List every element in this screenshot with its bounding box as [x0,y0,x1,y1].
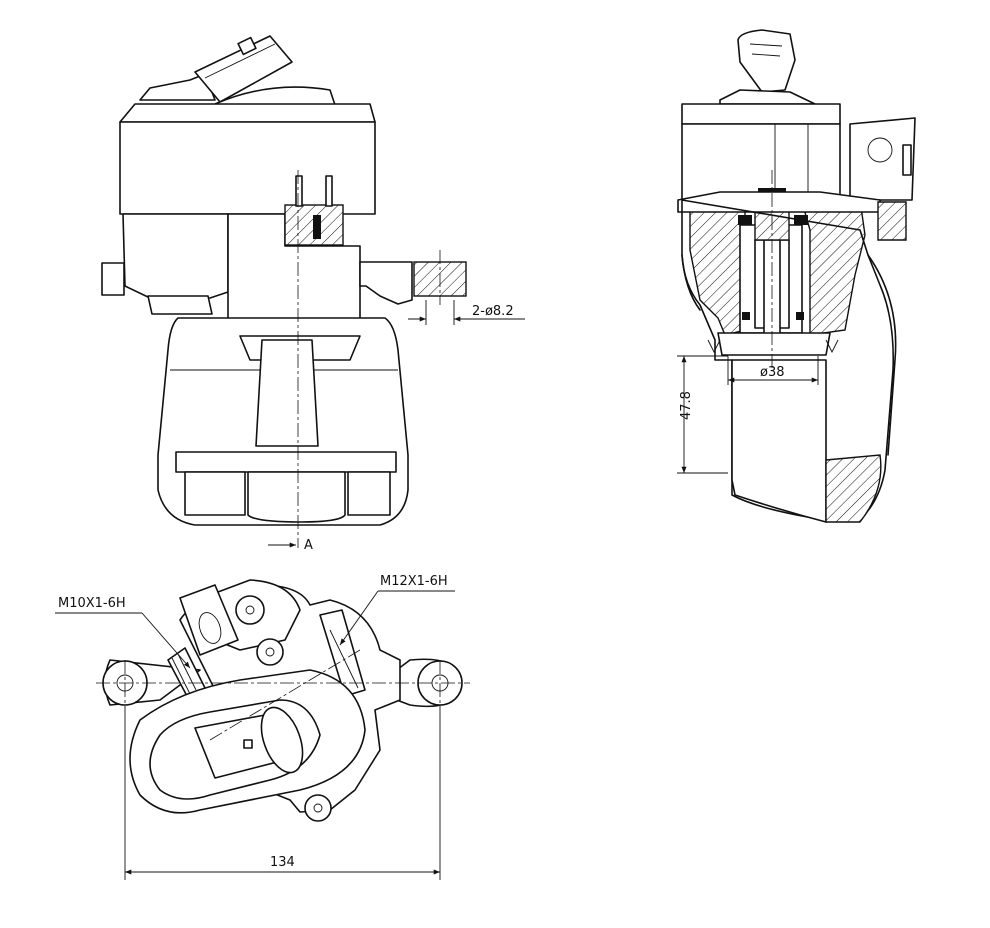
section-right [799,194,866,336]
section-left [689,194,746,336]
gear-housing [122,213,229,299]
piston-body [731,359,827,523]
thread-right-label: M12X1-6H [380,574,448,589]
bore-diameter-label: ø38 [760,365,785,380]
piston-height-label: 47.8 [679,391,694,420]
bolt-hole-label: 2-ø8.2 [472,304,514,319]
bolt-boss [284,175,344,246]
front-view [101,35,467,548]
caliper-bridge [255,339,319,447]
lower-section [825,454,882,523]
side-bracket [849,117,916,201]
front-connector [139,35,336,109]
slider-pin [319,609,366,697]
bottom-view [96,579,470,822]
screw-head [235,595,265,625]
side-section-view [677,29,916,523]
bottom-connector [179,584,239,656]
view-marker-label: A [304,538,313,553]
mounting-ear [359,261,413,305]
side-dims: 47.8 ø38 [677,355,819,474]
motor-lid [119,103,376,123]
bleeder-section [877,201,907,241]
side-connector [737,29,796,93]
front-dims: 2-ø8.2 A [268,300,525,553]
motor-housing [119,121,376,215]
overall-width-label: 134 [270,855,295,870]
side-boss [101,262,125,296]
bottom-dims: 134 M10X1-6H M12X1-6H [55,574,455,880]
pad-bar [175,451,397,473]
thread-left-label: M10X1-6H [58,596,126,611]
